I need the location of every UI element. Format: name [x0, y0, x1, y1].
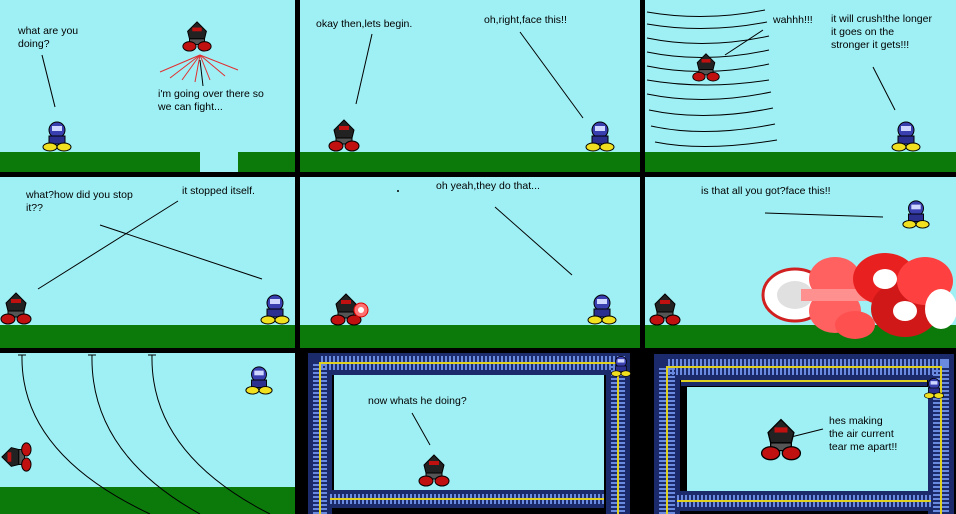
ground [645, 152, 956, 172]
ground [0, 325, 295, 348]
blue-robot [891, 120, 921, 152]
blue-robot [901, 199, 931, 229]
blue-robot [610, 355, 632, 377]
tube-conduit [654, 354, 954, 514]
comic-panel-2: okay then,lets begin. oh,right,face this… [300, 0, 640, 172]
blue-robot [42, 120, 72, 152]
red-robot [328, 118, 360, 152]
ground [300, 152, 640, 172]
comic-panel-6: is that all you got?face this!! [645, 177, 956, 348]
caption: is that all you got?face this!! [701, 185, 831, 197]
comic-panel-1: what are you doing? i'm going over there… [0, 0, 295, 172]
comic-panel-7 [0, 353, 295, 514]
caption: now whats he doing? [368, 395, 467, 407]
tube-enclosure-interior [687, 387, 929, 495]
caption: i'm going over there so we can fight... [158, 88, 264, 113]
speech-lines [790, 428, 824, 438]
red-robot [0, 291, 32, 325]
blue-robot [923, 377, 945, 399]
blue-robot [260, 293, 290, 325]
red-robot [181, 20, 213, 52]
caption: wahhh!!! [773, 14, 813, 26]
caption: okay then,lets begin. [316, 18, 413, 30]
red-robot [691, 52, 721, 82]
ground [300, 325, 640, 348]
energy-blast-icon [353, 302, 369, 318]
red-robot [757, 417, 805, 461]
blue-robot [244, 365, 274, 395]
comic-panel-5: oh yeah,they do that... [300, 177, 640, 348]
speech-lines [355, 31, 584, 119]
caption: oh yeah,they do that... [436, 180, 540, 192]
speech-lines [397, 190, 573, 276]
comic-panel-3: wahhh!!! it will crush!the longer it goe… [645, 0, 956, 172]
speed-streaks [159, 54, 239, 83]
ground-gap [200, 148, 238, 172]
comic-panel-8: now whats he doing? [300, 353, 640, 514]
caption: oh,right,face this!! [484, 14, 567, 26]
speech-lines [41, 54, 239, 108]
caption: it will crush!the longer it goes on the … [831, 13, 932, 51]
caption: it stopped itself. [182, 185, 255, 197]
red-robot-tumbling [0, 441, 32, 473]
blue-robot [587, 293, 617, 325]
caption: what?how did you stop it?? [26, 189, 133, 214]
comic-panel-9: hes making the air current tear me apart… [645, 353, 956, 514]
tube-enclosure-interior [334, 371, 604, 495]
fire-blast-icon [761, 253, 956, 339]
speech-lines [37, 200, 263, 290]
red-robot [649, 292, 681, 326]
comic-panel-4: what?how did you stop it?? it stopped it… [0, 177, 295, 348]
air-current-lines [18, 354, 271, 514]
speech-lines [764, 212, 884, 218]
caption: hes making the air current tear me apart… [829, 415, 898, 453]
caption: what are you doing? [18, 25, 79, 50]
ground [645, 325, 956, 348]
tube-conduit [308, 353, 630, 514]
blue-robot [585, 120, 615, 152]
red-robot [418, 453, 450, 487]
